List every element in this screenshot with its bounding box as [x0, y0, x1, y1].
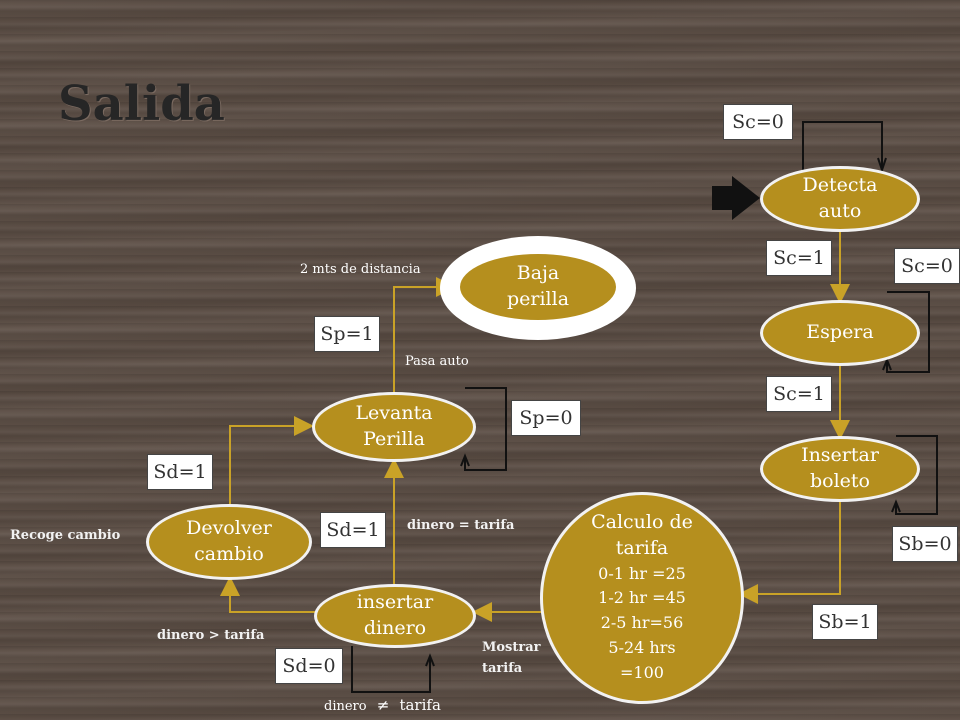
loop-dinero	[351, 646, 431, 693]
loop-boleto	[895, 435, 938, 515]
loop-levanta	[464, 387, 507, 471]
cond-sd0: Sd=0	[275, 648, 343, 684]
arrow-dinero-devolver	[220, 576, 316, 613]
cond-sd1-b: Sd=1	[320, 512, 386, 548]
cond-sb1: Sb=1	[812, 604, 878, 640]
loop-espera	[886, 291, 930, 373]
label-dinero-neq-left: dinero	[324, 699, 367, 714]
tarifa-list: 0-1 hr =25 1-2 hr =45 2-5 hr=56 5-24 hrs…	[598, 562, 686, 686]
entry-arrow	[712, 176, 760, 220]
tarifa-line: 2-5 hr=56	[600, 613, 684, 633]
cond-sp0: Sp=0	[511, 400, 581, 436]
label-dinero-neq: dinero ≠ tarifa	[324, 696, 441, 714]
state-espera: Espera	[760, 300, 920, 366]
cond-sc1-a: Sc=1	[766, 240, 832, 276]
tarifa-line: =100	[620, 662, 664, 682]
loop-detecta	[802, 121, 883, 170]
cond-sp1: Sp=1	[314, 316, 380, 352]
label-dos-mts: 2 mts de distancia	[300, 262, 421, 277]
state-calculo-tarifa: Calculo de tarifa 0-1 hr =25 1-2 hr =45 …	[540, 492, 744, 704]
label-recoge-cambio: Recoge cambio	[10, 528, 121, 543]
cond-sb0: Sb=0	[892, 526, 958, 562]
state-baja-perilla: Baja perilla	[460, 254, 616, 320]
state-levanta-perilla: Levanta Perilla	[312, 392, 476, 462]
state-detecta-auto: Detecta auto	[760, 166, 920, 232]
cond-sc0-right: Sc=0	[894, 248, 960, 284]
label-dinero-mayor: dinero > tarifa	[157, 628, 265, 643]
tarifa-line: 1-2 hr =45	[598, 588, 686, 608]
page-title: Salida	[58, 76, 225, 132]
cond-sc1-b: Sc=1	[766, 376, 832, 412]
state-insertar-boleto: Insertar boleto	[760, 436, 920, 502]
cond-sd1-a: Sd=1	[147, 454, 213, 490]
label-dinero-neq-right: tarifa	[399, 696, 441, 714]
not-equal-symbol: ≠	[376, 696, 390, 714]
calculo-title: Calculo de tarifa	[591, 511, 693, 559]
arrow-devolver-levanta	[229, 416, 314, 504]
cond-sc0-top: Sc=0	[723, 104, 793, 140]
label-dinero-igual: dinero = tarifa	[407, 518, 515, 533]
state-devolver-cambio: Devolver cambio	[146, 504, 312, 580]
tarifa-line: 0-1 hr =25	[598, 563, 686, 583]
arrow-boleto-calculo	[738, 502, 841, 604]
tarifa-line: 5-24 hrs	[608, 638, 676, 658]
state-insertar-dinero: insertar dinero	[314, 584, 476, 648]
label-mostrar-tarifa: Mostrar tarifa	[482, 640, 541, 676]
arrow-levanta-baja	[393, 277, 456, 392]
label-pasa-auto: Pasa auto	[405, 354, 469, 369]
